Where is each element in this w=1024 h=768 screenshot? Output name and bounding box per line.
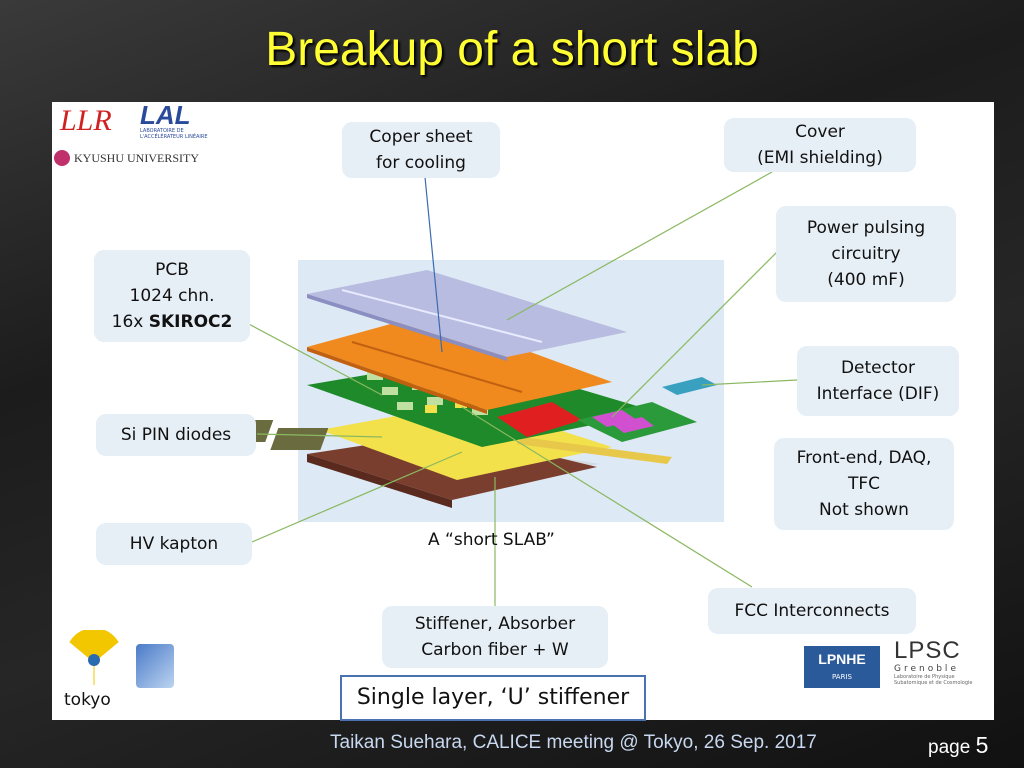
frontend-line-3: Not shown [819,500,909,520]
stiffener-line-1: Stiffener, Absorber [414,614,576,634]
pcb-line-2: 1024 chn. [129,286,215,306]
pcb-line-1: PCB [155,260,189,280]
power-line-2: circuitry [831,244,901,264]
cover-line-1: Cover [795,122,845,142]
kyushu-logo: KYUSHU UNIVERSITY [54,150,199,166]
footer-citation: Taikan Suehara, CALICE meeting @ Tokyo, … [330,732,817,753]
diagram-panel: Coper sheet for cooling Cover (EMI shiel… [52,102,994,721]
lal-logo-sub: LABORATOIRE DE L'ACCÉLÉRATEUR LINÉAIRE [140,128,208,140]
label-frontend: Front-end, DAQ, TFC Not shown [774,438,954,530]
power-line-1: Power pulsing [806,218,926,238]
fcc-kapton-tail [517,437,672,464]
stiffener-line-2: Carbon fiber + W [421,640,569,660]
power-line-3: (400 mF) [827,270,905,290]
label-cover: Cover (EMI shielding) [724,118,916,172]
tokyo-label: tokyo [64,690,111,710]
label-power-pulsing: Power pulsing circuitry (400 mF) [776,206,956,302]
cover-line-2: (EMI shielding) [757,148,883,168]
power-pulsing-board [497,402,582,437]
kyushu-emblem-icon [54,150,70,166]
lpsc-sub: Laboratoire de Physique Subatomique et d… [894,674,973,686]
lpsc-logo: LPSC Grenoble Laboratoire de Physique Su… [894,637,986,687]
frontend-line-2: TFC [847,474,881,494]
label-stiffener: Stiffener, Absorber Carbon fiber + W [382,606,608,668]
llr-logo: LLR [60,104,112,137]
short-slab-caption: A “short SLAB” [428,530,555,550]
label-hv-kapton: HV kapton [96,523,252,565]
label-dif: Detector Interface (DIF) [797,346,959,416]
exploded-view-drawing [223,171,798,607]
pcb-line-3a: 16x [111,312,144,332]
label-pcb: PCB 1024 chn. 16x SKIROC2 [94,250,250,342]
slide-title: Breakup of a short slab [265,23,759,76]
lpnhe-mark: LPNHE [818,651,866,667]
lpsc-city: Grenoble [894,664,959,674]
ginkgo-leaf-icon [69,627,119,685]
dif-line-2: Interface (DIF) [816,384,940,404]
label-si-pin: Si PIN diodes [96,414,256,456]
coper-line-1: Coper sheet [369,127,473,147]
kyushu-name: KYUSHU UNIVERSITY [74,150,199,165]
label-fcc: FCC Interconnects [708,588,916,634]
lpsc-mark: LPSC [894,637,961,664]
alpha-logo-icon [136,644,174,688]
coper-line-2: for cooling [376,153,466,173]
dif-line-1: Detector [840,358,916,378]
lpnhe-sub: PARIS [832,673,852,681]
hv-line-1: HV kapton [129,534,219,554]
page-label: page [928,737,971,758]
tokyo-logo: tokyo [64,627,134,710]
page-number: 5 [975,732,989,758]
frontend-line-1: Front-end, DAQ, [796,448,932,468]
coper-pointer-line [424,176,443,353]
lal-logo-mark: LAL [140,100,191,130]
pcb-line-3: 16x SKIROC2 [94,309,250,335]
copper-sheet [307,314,612,410]
dif-interface-board [662,377,717,395]
cover-sheet [307,270,627,357]
single-layer-note: Single layer, ‘U’ stiffener [340,675,646,721]
fcc-line-1: FCC Interconnects [734,601,890,621]
lal-logo: LAL LABORATOIRE DE L'ACCÉLÉRATEUR LINÉAI… [140,102,210,140]
label-coper-sheet: Coper sheet for cooling [342,122,500,178]
lpnhe-logo: LPNHE PARIS [804,646,880,688]
pointer-lines [244,171,798,607]
page-indicator: page 5 [928,732,988,759]
si-line-1: Si PIN diodes [120,425,232,445]
pcb-line-3b: SKIROC2 [148,312,233,332]
